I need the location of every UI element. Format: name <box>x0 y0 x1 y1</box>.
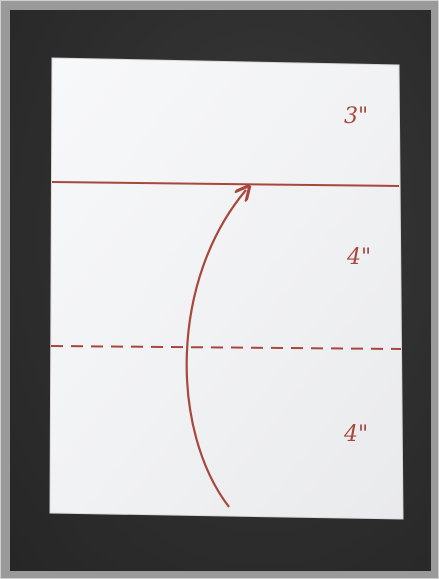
paper-diagram <box>10 10 431 571</box>
label-bottom-section: 4" <box>344 424 368 446</box>
label-middle-section: 4" <box>347 247 371 269</box>
photo: 3" 4" 4" <box>10 10 431 571</box>
label-top-section: 3" <box>344 106 368 128</box>
